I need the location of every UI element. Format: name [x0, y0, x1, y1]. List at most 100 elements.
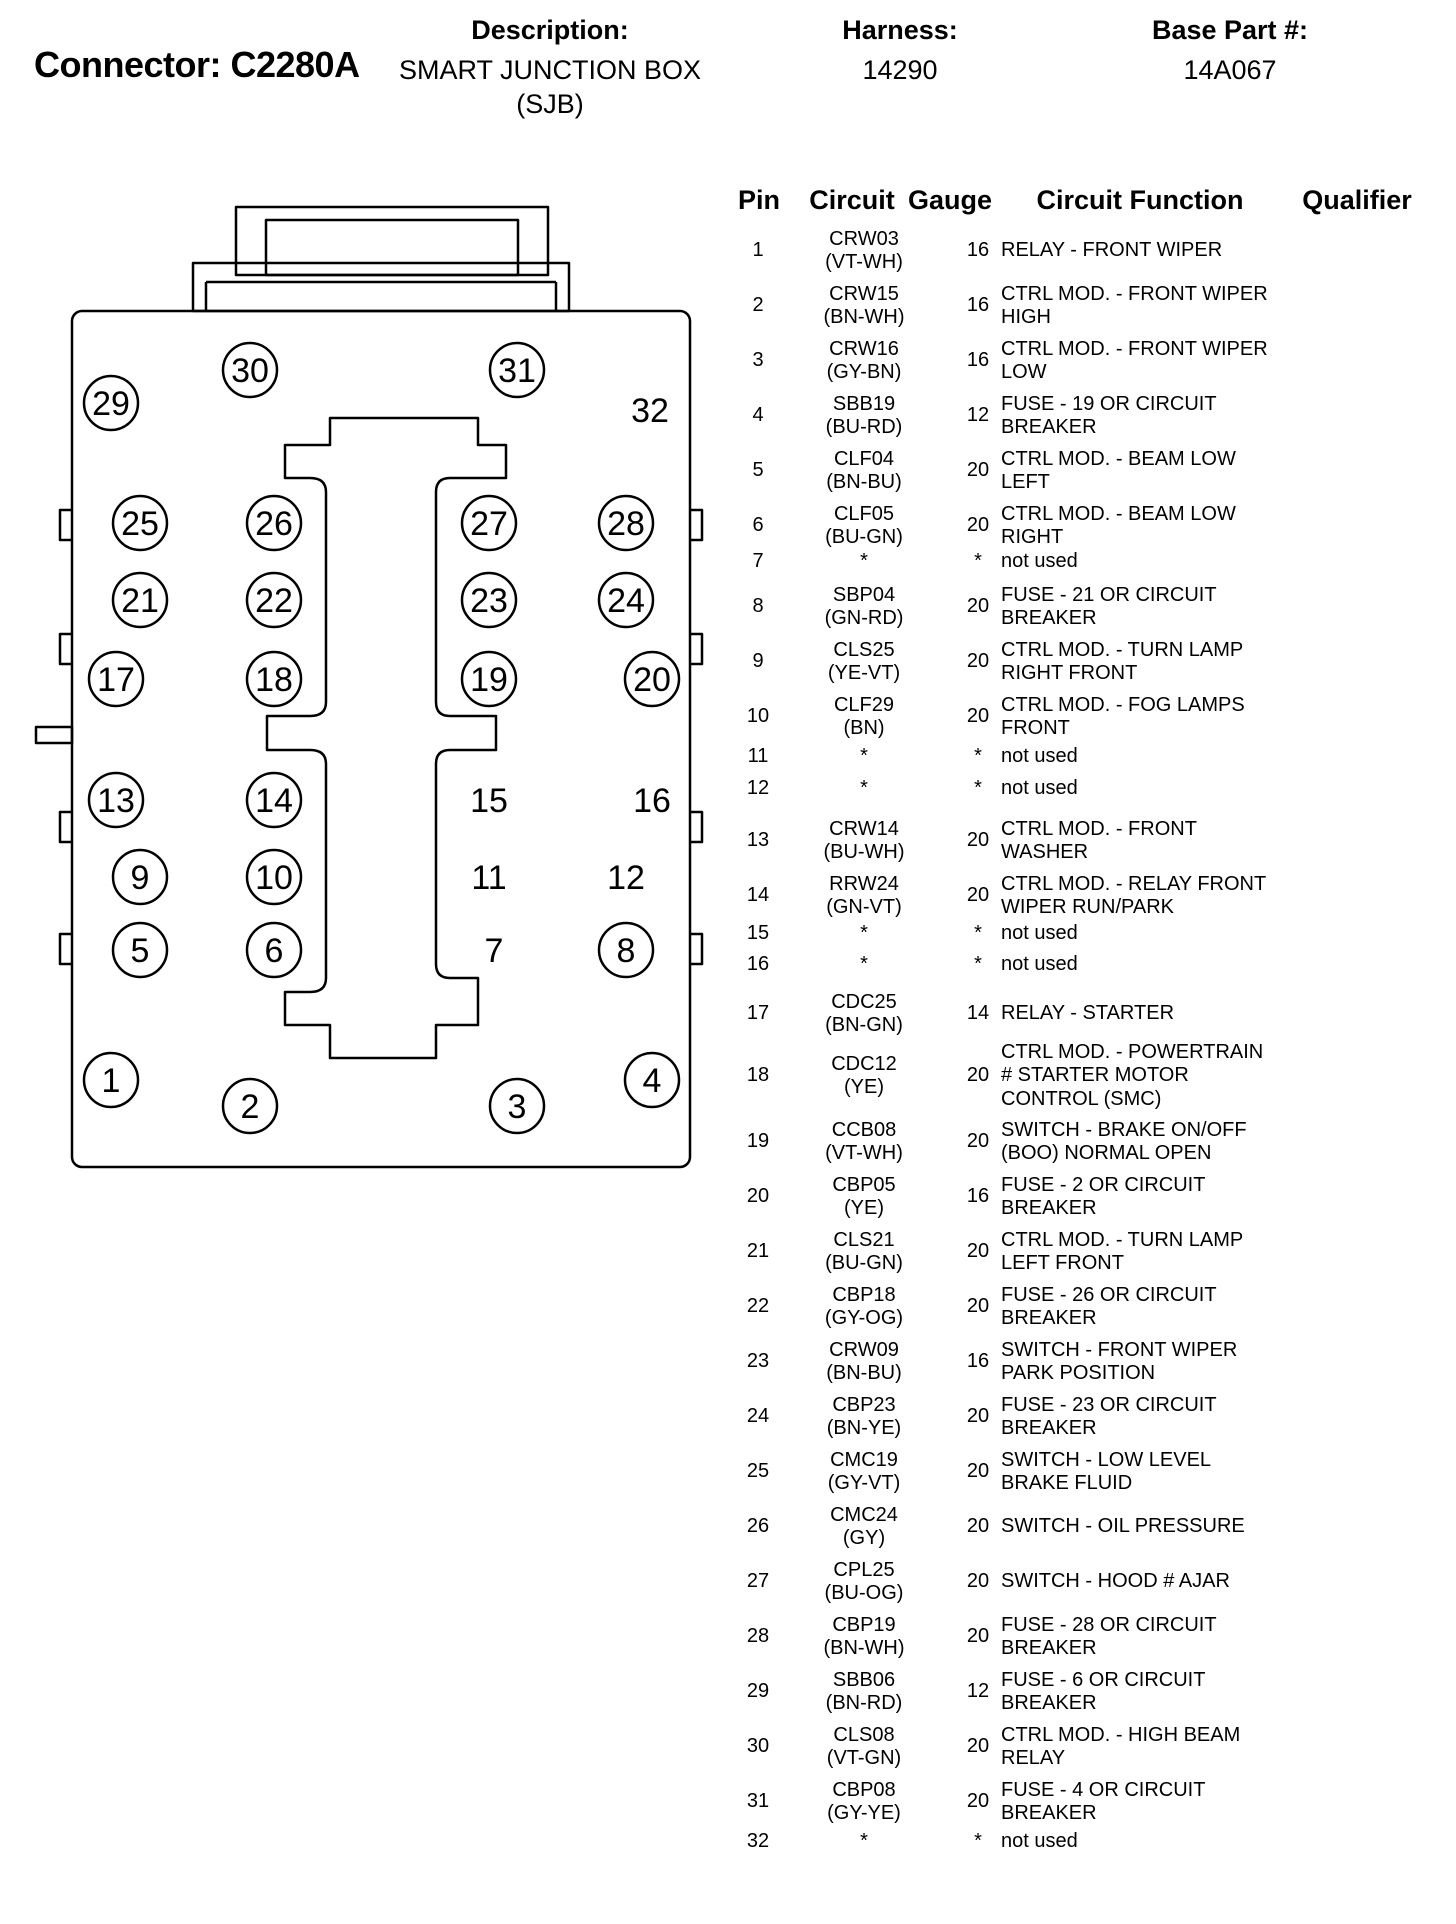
- circuit-function-line: FUSE - 4 OR CIRCUIT: [1001, 1778, 1206, 1801]
- pin-number: 12: [746, 777, 770, 800]
- circuit-cell: *: [796, 922, 932, 946]
- wire-gauge: 12: [966, 1680, 990, 1703]
- pin-label: 8: [617, 932, 636, 970]
- wire-gauge: 20: [966, 1625, 990, 1648]
- circuit-id: *: [860, 922, 868, 945]
- circuit-cell: CBP18(GY-OG): [796, 1283, 932, 1331]
- table-row: 11**not used: [720, 745, 1440, 769]
- pin-number: 9: [752, 650, 764, 673]
- circuit-function-line: RELAY - FRONT WIPER: [1001, 239, 1223, 262]
- circuit-cell: CRW03(VT-WH): [796, 227, 932, 275]
- pin-number: 3: [752, 349, 764, 372]
- circuit-function-line: SWITCH - BRAKE ON/OFF: [1001, 1118, 1247, 1141]
- pin-label: 20: [633, 661, 671, 699]
- circuit-function-line: BREAKER: [1001, 1197, 1097, 1219]
- circuit-cell: SBB06(BN-RD): [796, 1668, 932, 1716]
- circuit-function-line: CTRL MOD. - FOG LAMPS: [1001, 693, 1245, 716]
- circuit-id: *: [860, 550, 868, 573]
- pin-number: 5: [752, 459, 764, 482]
- circuit-function-line: RIGHT FRONT: [1001, 662, 1138, 684]
- wire-color: (GY-VT): [827, 1472, 901, 1494]
- pin-label: 26: [255, 505, 293, 543]
- wire-color: (VT-WH): [825, 251, 903, 273]
- table-row: 16**not used: [720, 953, 1440, 977]
- wire-gauge: 20: [966, 650, 990, 673]
- wire-gauge: 16: [966, 349, 990, 372]
- left-key: [34, 725, 74, 745]
- pin-label: 21: [121, 582, 159, 620]
- pin-number: 25: [746, 1460, 770, 1483]
- pin-cavity-20: 20: [623, 650, 681, 708]
- circuit-cell: CLS21(BU-GN): [796, 1228, 932, 1276]
- center-keyway: [265, 416, 508, 1060]
- pin-number: 7: [752, 550, 764, 573]
- wire-gauge: 20: [966, 1790, 990, 1813]
- pin-cavity-21: 21: [111, 571, 169, 629]
- pin-cavity-17: 17: [87, 650, 145, 708]
- wire-color: (GN-RD): [824, 607, 904, 629]
- pin-number: 32: [746, 1830, 770, 1853]
- circuit-function-line: SWITCH - OIL PRESSURE: [1001, 1515, 1245, 1538]
- pin-cavity-3: 3: [488, 1077, 546, 1135]
- circuit-function-line: LEFT: [1001, 471, 1050, 493]
- circuit-function-line: SWITCH - FRONT WIPER: [1001, 1338, 1238, 1361]
- circuit-function-line: CTRL MOD. - BEAM LOW: [1001, 447, 1236, 470]
- circuit-function-line: FUSE - 28 OR CIRCUIT: [1001, 1613, 1217, 1636]
- connector-body: [70, 309, 692, 1169]
- base-part-value: 14A067: [1183, 55, 1277, 85]
- circuit-function-line: FUSE - 2 OR CIRCUIT: [1001, 1173, 1206, 1196]
- circuit-cell: CDC12(YE): [796, 1040, 932, 1112]
- pin-label: 18: [255, 661, 293, 699]
- circuit-function-line: CTRL MOD. - TURN LAMP: [1001, 638, 1244, 661]
- wire-color: (BU-GN): [825, 526, 903, 548]
- circuit-function-line: BREAKER: [1001, 416, 1097, 438]
- wire-gauge: 16: [966, 1185, 990, 1208]
- wire-color: (BN-BU): [826, 1362, 902, 1384]
- table-row: 7**not used: [720, 550, 1440, 574]
- pin-number: 30: [746, 1735, 770, 1758]
- pin-label: 6: [265, 932, 284, 970]
- circuit-function-line: BREAKER: [1001, 1637, 1097, 1659]
- pin-number: 4: [752, 404, 764, 427]
- pin-label: 5: [131, 932, 150, 970]
- pin-label: 29: [92, 385, 130, 423]
- pin-label: 13: [97, 782, 135, 820]
- pin-number: 26: [746, 1515, 770, 1538]
- col-header-qualifier: Qualifier: [1302, 185, 1412, 215]
- circuit-function: not used: [1001, 777, 1301, 801]
- circuit-function-line: not used: [1001, 745, 1078, 768]
- pin-label: 31: [498, 352, 536, 390]
- wire-color: (YE): [844, 1076, 884, 1098]
- circuit-function: RELAY - STARTER: [1001, 990, 1301, 1038]
- circuit-function-line: not used: [1001, 777, 1078, 800]
- pin-cavity-22: 22: [245, 571, 303, 629]
- wire-gauge: 20: [966, 884, 990, 907]
- wire-gauge: *: [974, 1830, 982, 1853]
- pin-cavity-31: 31: [488, 341, 546, 399]
- circuit-id: CBP05: [832, 1173, 896, 1196]
- pin-cavity-10: 10: [245, 848, 303, 906]
- pin-number: 21: [746, 1240, 770, 1263]
- circuit-function-line: FUSE - 23 OR CIRCUIT: [1001, 1393, 1217, 1416]
- wire-gauge: 20: [966, 1405, 990, 1428]
- circuit-function-line: not used: [1001, 922, 1078, 945]
- pin-number: 19: [746, 1130, 770, 1153]
